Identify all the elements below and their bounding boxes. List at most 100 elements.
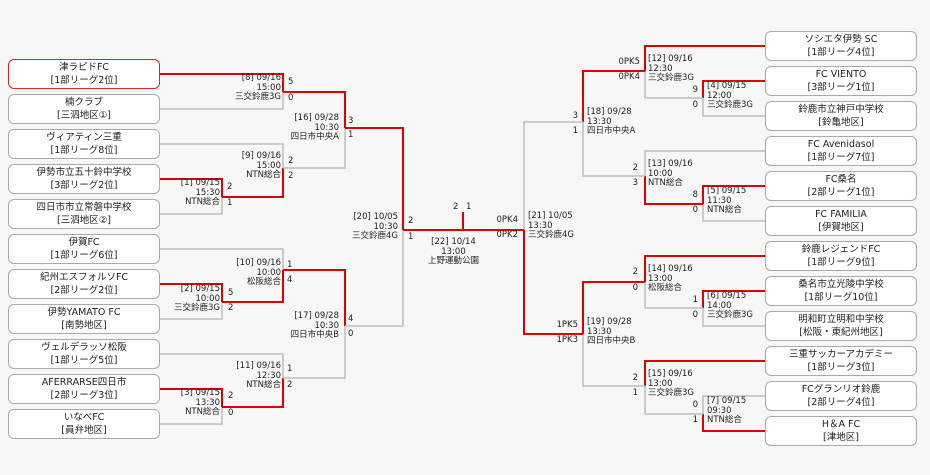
team-division: [三泗地区②] xyxy=(57,215,111,226)
score-m12-s_top: 0PK5 xyxy=(618,57,640,67)
match-time: 10:00 xyxy=(195,293,221,304)
team-division: [1部リーグ6位] xyxy=(50,250,118,261)
left-team-8: 伊勢YAMATO FC[南勢地区] xyxy=(8,304,160,334)
team-division: [1部リーグ7位] xyxy=(807,152,875,163)
score-m17-s_top: 4 xyxy=(348,314,354,324)
left-team-10: AFERRARSE四日市[2部リーグ3位] xyxy=(8,374,160,404)
match-date: 10/14 xyxy=(451,237,476,247)
right-team-8: 桑名市立光陵中学校[1部リーグ10位] xyxy=(765,276,917,306)
bracket-line-39 xyxy=(702,395,765,414)
team-division: [2部リーグ4位] xyxy=(807,397,875,408)
match-venue: 三交鈴鹿4G xyxy=(352,231,398,241)
match-time: 13:00 xyxy=(648,273,673,284)
bracket-line-34 xyxy=(702,290,765,308)
team-name: FC FAMILIA xyxy=(815,209,867,220)
match-time: 10:00 xyxy=(648,168,673,179)
score-m4-s_bot: 0 xyxy=(692,100,698,110)
team-name: FCグランリオ鈴鹿 xyxy=(801,384,881,395)
match-date: 09/15 xyxy=(721,81,747,91)
team-name: 伊勢市立五十鈴中学校 xyxy=(36,167,132,178)
bracket-line-22 xyxy=(644,45,765,71)
match-time: 10:30 xyxy=(314,320,340,331)
match-time: 15:00 xyxy=(256,82,282,93)
team-division: [3部リーグ2位] xyxy=(50,180,118,191)
score-m21-s_top: 0PK4 xyxy=(496,215,518,225)
match-date: 09/16 xyxy=(668,54,693,64)
match-time: 12:30 xyxy=(648,63,673,74)
match-date: 09/28 xyxy=(314,311,340,321)
right-team-9: 明和町立明和中学校[松阪・東紀州地区] xyxy=(765,311,917,341)
match-time: 13:30 xyxy=(528,220,553,231)
team-division: [1部リーグ3位] xyxy=(807,362,875,373)
match-date: 09/16 xyxy=(668,264,693,274)
match-venue: 三交鈴鹿3G xyxy=(648,388,694,398)
match-venue: NTN総合 xyxy=(246,380,281,390)
bracket-line-6 xyxy=(160,197,223,215)
match-date: 09/28 xyxy=(314,113,340,123)
team-name: FC Avenidasol xyxy=(807,139,875,150)
score-m3-s_bot: 0 xyxy=(228,408,234,418)
match-venue: 三交鈴鹿3G xyxy=(648,73,694,83)
bracket-line-28 xyxy=(702,185,765,204)
bracket-line-31 xyxy=(582,122,645,177)
match-venue: 松阪総合 xyxy=(648,283,683,293)
bracket-line-32 xyxy=(523,121,583,230)
match-number: [1] xyxy=(180,178,193,188)
score-m15-s_bot: 1 xyxy=(632,388,638,398)
match-number: [17] xyxy=(294,311,312,321)
match-number: [19] xyxy=(587,317,605,327)
score-m12-s_bot: 0PK4 xyxy=(618,72,640,82)
left-team-11: いなべFC[員弁地区] xyxy=(8,409,160,439)
bracket-line-26 xyxy=(582,70,645,122)
match-venue: 三交鈴鹿3G xyxy=(235,92,281,102)
match-time: 11:30 xyxy=(707,195,732,206)
score-m4-s_top: 9 xyxy=(692,85,698,95)
score-m16-s_bot: 1 xyxy=(348,130,354,140)
match-number: [6] xyxy=(707,291,720,301)
match-venue: NTN総合 xyxy=(185,407,220,417)
score-m14-s_bot: 0 xyxy=(632,283,638,293)
team-name: 桑名市立光陵中学校 xyxy=(798,279,884,290)
team-name: 鈴鹿レジェンドFC xyxy=(801,244,881,255)
team-name: 伊賀FC xyxy=(68,237,100,248)
match-number: [16] xyxy=(294,113,312,123)
match-number: [3] xyxy=(180,388,193,398)
score-m6-s_top: 1 xyxy=(692,295,698,305)
score-m2-s_bot: 2 xyxy=(228,303,234,313)
match-venue: 上野運動公園 xyxy=(428,256,480,266)
right-team-4: FC Avenidasol [1部リーグ7位] xyxy=(765,136,917,166)
team-division: [1部リーグ8位] xyxy=(50,145,118,156)
match-number: [14] xyxy=(648,264,666,274)
match-number: [22] xyxy=(431,237,449,247)
team-division: [津地区] xyxy=(823,432,859,443)
bracket-line-16 xyxy=(160,388,223,407)
match-venue: NTN総合 xyxy=(246,170,281,180)
match-venue: NTN総合 xyxy=(648,178,683,188)
match-time: 13:00 xyxy=(441,246,466,257)
match-time: 15:00 xyxy=(256,160,282,171)
team-name: 三重サッカーアカデミー xyxy=(788,349,894,360)
match-venue: 四日市中央A xyxy=(290,132,339,142)
match-date: 09/15 xyxy=(195,388,221,398)
score-m14-s_top: 2 xyxy=(632,267,638,277)
match-venue: 三交鈴鹿4G xyxy=(528,230,574,240)
team-name: 伊勢YAMATO FC xyxy=(47,307,121,318)
score-m17-s_bot: 0 xyxy=(348,329,354,339)
match-venue: 四日市中央B xyxy=(587,336,636,346)
right-team-10: 三重サッカーアカデミー [1部リーグ3位] xyxy=(765,346,917,376)
match-date: 09/15 xyxy=(195,284,221,294)
match-time: 12:00 xyxy=(707,90,732,101)
team-division: [1部リーグ9位] xyxy=(807,257,875,268)
team-division: [1部リーグ2位] xyxy=(50,75,118,86)
team-division: [松阪・東紀州地区] xyxy=(799,327,883,338)
match-number: [21] xyxy=(528,211,546,221)
score-m20-s_top: 2 xyxy=(408,216,414,226)
